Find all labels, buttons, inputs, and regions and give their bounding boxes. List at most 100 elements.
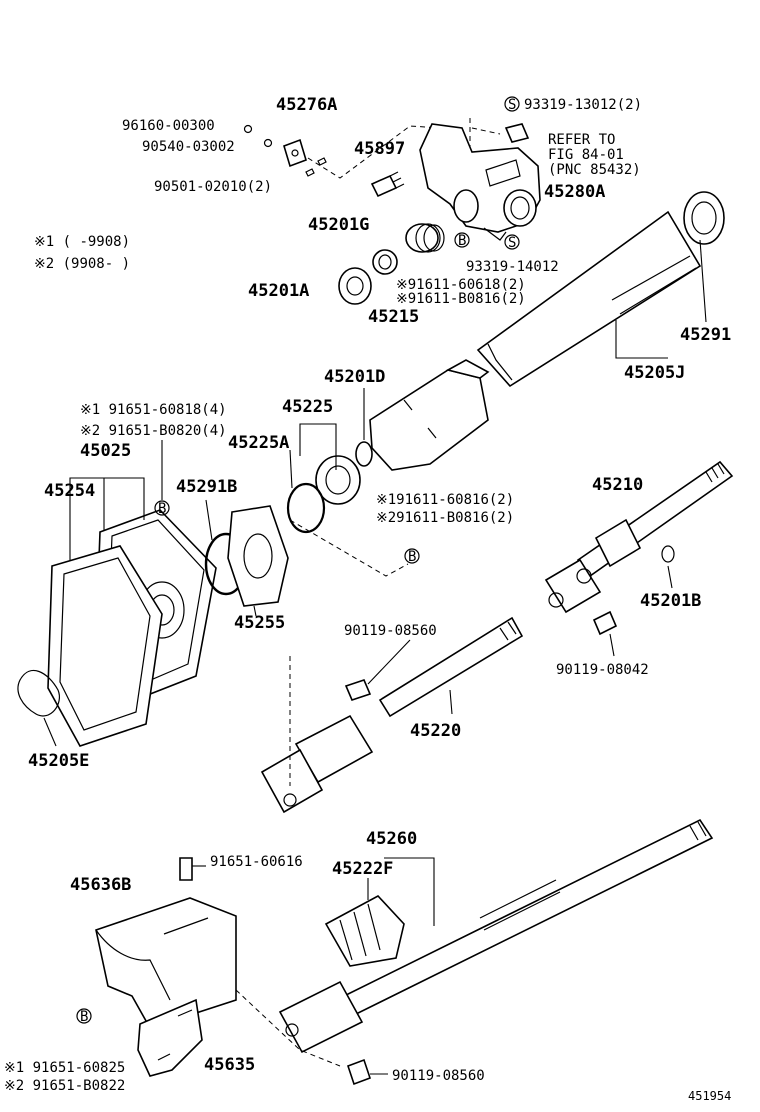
label-45280a: 45280A xyxy=(544,182,605,202)
bolt-90119-08560-bottom xyxy=(346,1058,372,1086)
label-45222f: 45222F xyxy=(332,859,393,879)
clip-part xyxy=(243,124,253,134)
leader-line xyxy=(667,565,673,589)
label-45215: 45215 xyxy=(368,307,419,327)
column-tube-45205j xyxy=(476,210,702,388)
label-45201g: 45201G xyxy=(308,215,369,235)
ring-45215 xyxy=(372,249,398,275)
label-45225: 45225 xyxy=(282,397,333,417)
bolt-45897 xyxy=(370,174,398,198)
label-refer-line2: FIG 84-01 xyxy=(548,147,624,163)
tube-end xyxy=(487,343,513,381)
b-mark-symbol: B xyxy=(404,548,420,565)
label-45201d: 45201D xyxy=(324,367,385,387)
label-91651-b0822: ※2 91651-B0822 xyxy=(4,1078,125,1094)
label-90501-02010: 90501-02010(2) xyxy=(154,179,272,195)
flange-hole xyxy=(243,533,273,579)
ring-45201b xyxy=(661,545,675,563)
dashed-guide xyxy=(307,125,441,179)
flange-45255 xyxy=(227,505,289,607)
figure-number: 451954 xyxy=(688,1089,731,1103)
label-45025: 45025 xyxy=(80,441,131,461)
dashed-guide xyxy=(471,127,501,135)
b-mark-symbol: B xyxy=(76,1008,92,1025)
label-note-1: ※1 ( -9908) xyxy=(34,234,130,250)
bolt-90119-08560 xyxy=(344,679,372,701)
joint-cap xyxy=(548,592,564,608)
leader-line xyxy=(609,633,615,657)
shaft-joint xyxy=(594,518,642,568)
housing-bore-inner xyxy=(510,196,530,220)
label-91651-60825: ※1 91651-60825 xyxy=(4,1060,125,1076)
bolt-90119-08042 xyxy=(592,610,618,636)
bolt-91651-60616 xyxy=(179,857,193,881)
bracket-tab xyxy=(157,1009,193,1061)
switch-part xyxy=(504,123,530,143)
label-90540-03002: 90540-03002 xyxy=(142,139,235,155)
washer-part xyxy=(263,138,273,148)
shaft-spline xyxy=(705,463,725,483)
shaft-45220 xyxy=(378,616,524,718)
label-45291b: 45291B xyxy=(176,477,237,497)
ring-inner xyxy=(378,254,392,270)
label-93319-14012: 93319-14012 xyxy=(466,259,559,275)
leader-line xyxy=(205,499,213,541)
joint-cap xyxy=(283,793,297,807)
shaft-spline xyxy=(689,821,707,841)
label-45291: 45291 xyxy=(680,325,731,345)
leader-line xyxy=(367,639,411,685)
bracket-nose xyxy=(445,359,490,379)
label-45636b: 45636B xyxy=(70,875,131,895)
label-90119-08560-bottom: 90119-08560 xyxy=(392,1068,485,1084)
tube-slot xyxy=(611,255,697,315)
label-45210: 45210 xyxy=(592,475,643,495)
label-45635: 45635 xyxy=(204,1055,255,1075)
boot-ribs xyxy=(339,903,381,961)
bushing-ridge xyxy=(415,223,441,253)
bolt-thread xyxy=(389,171,405,189)
b-mark-text: B xyxy=(408,549,416,565)
joint-cap xyxy=(576,568,592,584)
label-91611-60816: ※191611-60816(2) xyxy=(376,492,514,508)
label-45225a: 45225A xyxy=(228,433,289,453)
label-45897: 45897 xyxy=(354,139,405,159)
label-91651-60616: 91651-60616 xyxy=(210,854,303,870)
label-45260: 45260 xyxy=(366,829,417,849)
label-96160-00300: 96160-00300 xyxy=(122,118,215,134)
screw-part xyxy=(317,157,327,166)
leader-line xyxy=(69,477,145,560)
b-mark-symbol: B xyxy=(454,232,470,249)
snap-ring xyxy=(355,441,373,467)
label-91611-60618: ※91611-60618(2) xyxy=(396,277,526,293)
bushing-45201g xyxy=(405,223,439,253)
label-91651-b0820: ※2 91651-B0820(4) xyxy=(80,423,227,439)
label-45255: 45255 xyxy=(234,613,285,633)
joint-cap xyxy=(285,1023,299,1037)
leader-line xyxy=(253,605,257,617)
label-45201b: 45201B xyxy=(640,591,701,611)
seal-45205e xyxy=(17,669,60,717)
cap-inner xyxy=(691,201,717,235)
label-90119-08560-mid: 90119-08560 xyxy=(344,623,437,639)
leader-line xyxy=(384,857,435,926)
bushing-ridge xyxy=(423,224,445,252)
label-refer-line3: (PNC 85432) xyxy=(548,162,641,178)
cover-45636b xyxy=(95,897,237,1029)
housing-lug xyxy=(485,159,521,187)
label-45276a: 45276A xyxy=(276,95,337,115)
leader-line xyxy=(449,689,453,715)
leader-line xyxy=(615,320,668,359)
label-91611-b0816-top: ※91611-B0816(2) xyxy=(396,291,526,307)
cap-45291 xyxy=(683,191,725,245)
b-mark-text: B xyxy=(158,501,166,517)
cover-edge xyxy=(95,929,171,1001)
bracket-hole xyxy=(291,149,299,157)
label-93319-13012: 93319-13012(2) xyxy=(524,97,642,113)
s-mark-symbol: S xyxy=(504,234,520,251)
s-mark-text: S xyxy=(508,97,516,113)
label-45205e: 45205E xyxy=(28,751,89,771)
shaft-spline xyxy=(499,621,517,641)
label-90119-08042: 90119-08042 xyxy=(556,662,649,678)
dashed-guide xyxy=(235,989,341,1067)
bracket-slot xyxy=(403,399,437,439)
